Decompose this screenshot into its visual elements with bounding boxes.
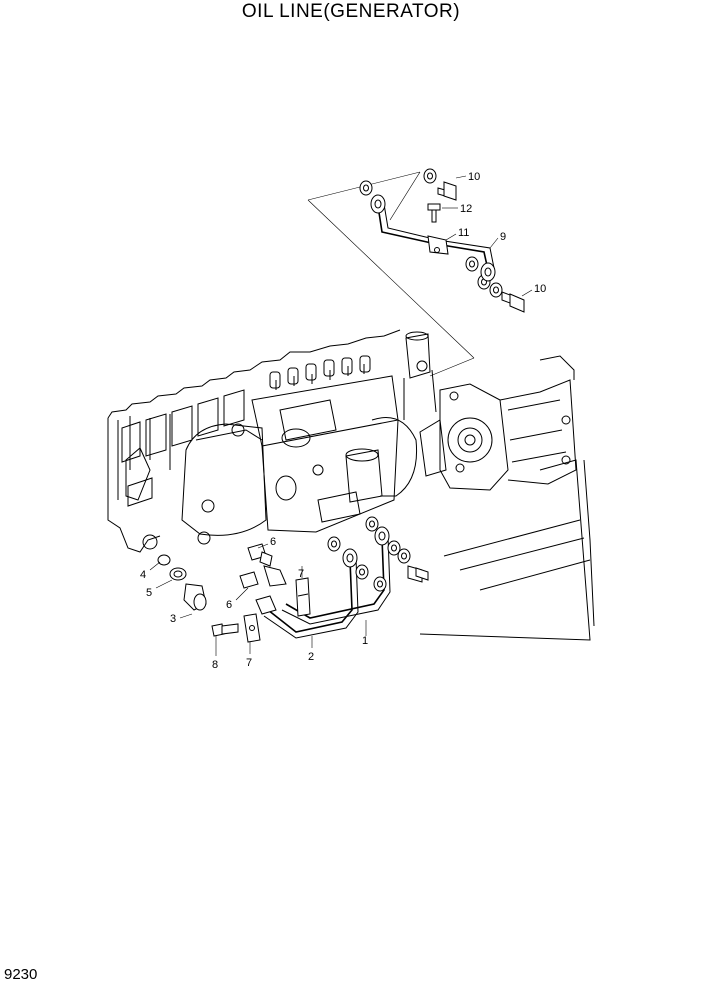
callout-12: 12: [460, 203, 472, 215]
page-code: 9230: [4, 966, 38, 983]
callout-8: 8: [212, 659, 218, 671]
callout-7-upper: 7: [298, 568, 304, 580]
callout-10-lower: 10: [534, 283, 546, 295]
callout-11: 11: [458, 227, 469, 239]
lower-oil-lines: [157, 516, 429, 643]
callout-labels: 10 12 11 9 10 1 2 3 4 5 6 6 7 7 8: [140, 171, 546, 671]
callout-9: 9: [500, 231, 506, 243]
callout-10-upper: 10: [468, 171, 480, 183]
page-title: OIL LINE(GENERATOR): [241, 1, 461, 22]
callout-3: 3: [170, 613, 176, 625]
callout-1: 1: [362, 635, 368, 647]
callout-4: 4: [140, 569, 146, 581]
callout-6-lower: 6: [226, 599, 232, 611]
callout-6-upper: 6: [270, 536, 276, 548]
callout-leaders: [149, 175, 533, 656]
callout-2: 2: [308, 651, 314, 663]
upper-oil-line-assembly: [359, 168, 525, 313]
engine-block: [107, 329, 595, 641]
callout-5: 5: [146, 587, 152, 599]
callout-7-lower: 7: [246, 657, 252, 669]
